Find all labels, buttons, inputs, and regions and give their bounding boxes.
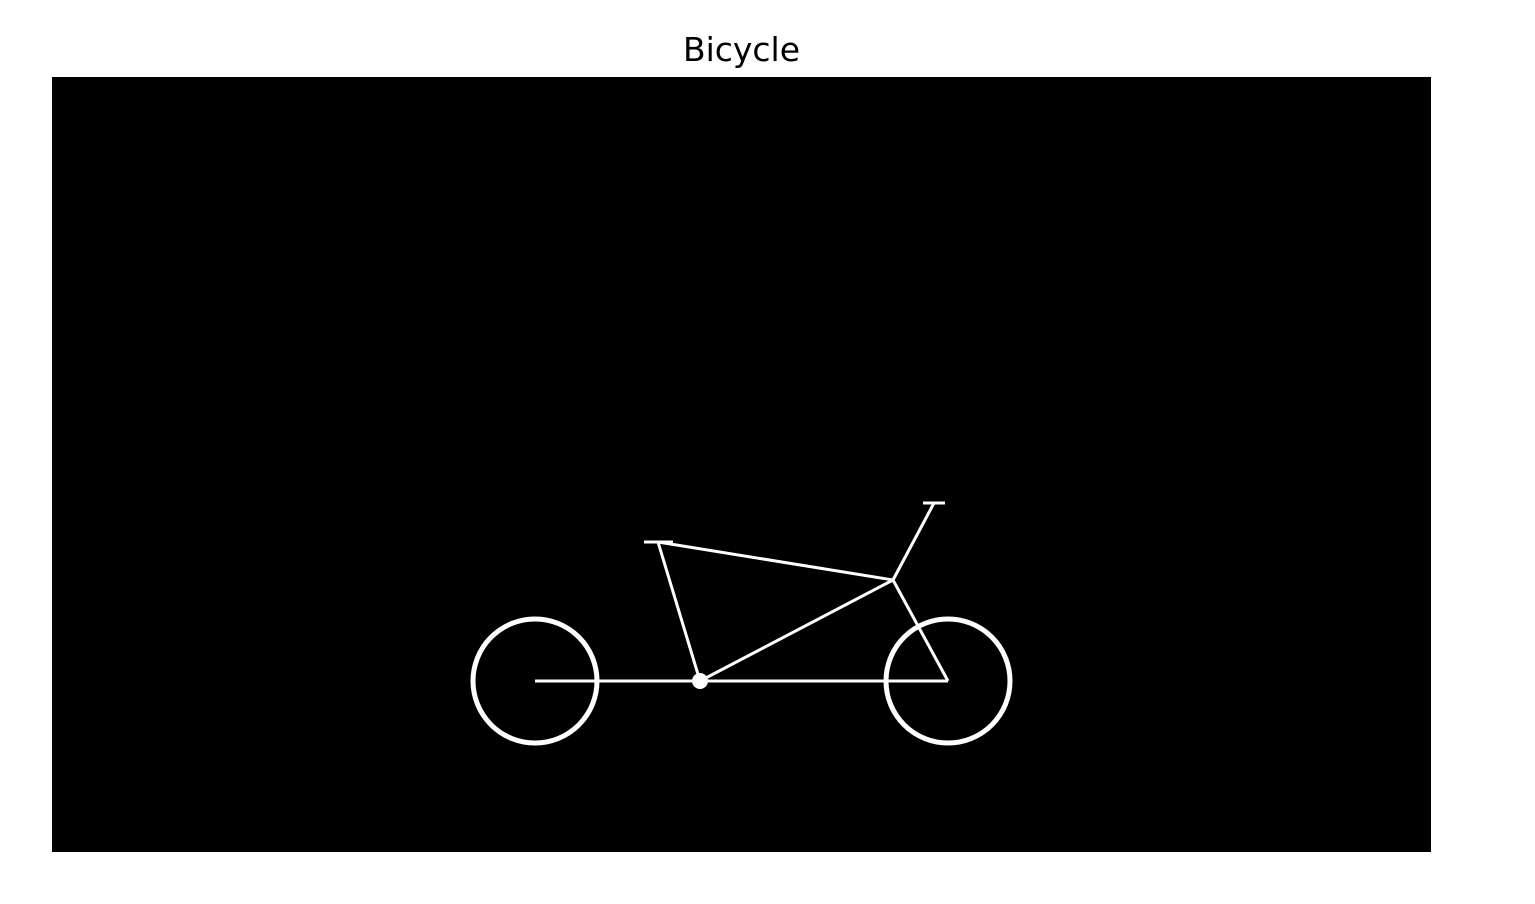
front-fork xyxy=(891,579,950,682)
down-tube xyxy=(699,578,894,683)
bicycle-drawing xyxy=(470,501,1013,746)
seat-tube xyxy=(656,541,702,682)
head-stem xyxy=(891,502,936,581)
crank-hub xyxy=(692,673,708,689)
top-tube xyxy=(657,540,894,582)
figure-title: Bicycle xyxy=(682,30,801,69)
drawing-canvas xyxy=(52,77,1431,852)
